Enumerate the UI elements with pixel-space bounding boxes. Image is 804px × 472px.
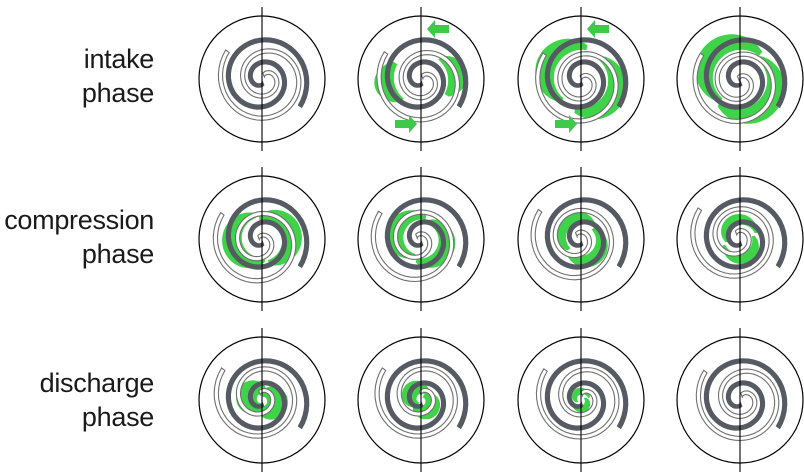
scroll-cell-r1-c2 — [358, 7, 484, 151]
scroll-cell-r1-c4 — [677, 7, 803, 151]
scroll-cell-r3-c3 — [518, 328, 644, 472]
scroll-cell-r3-c2 — [358, 328, 484, 472]
scroll-cell-r2-c1 — [199, 167, 325, 311]
scroll-cell-r3-c4 — [677, 328, 803, 472]
scroll-cell-r2-c3 — [518, 167, 644, 311]
scroll-cell-r3-c1 — [199, 328, 325, 472]
inflow-arrow-icon — [427, 20, 449, 38]
scroll-cell-r1-c3 — [518, 7, 644, 151]
scroll-cell-r1-c1 — [199, 7, 325, 151]
inflow-arrow-icon — [587, 20, 609, 38]
scroll-cell-r2-c4 — [677, 167, 803, 311]
scroll-cell-r2-c2 — [358, 167, 484, 311]
